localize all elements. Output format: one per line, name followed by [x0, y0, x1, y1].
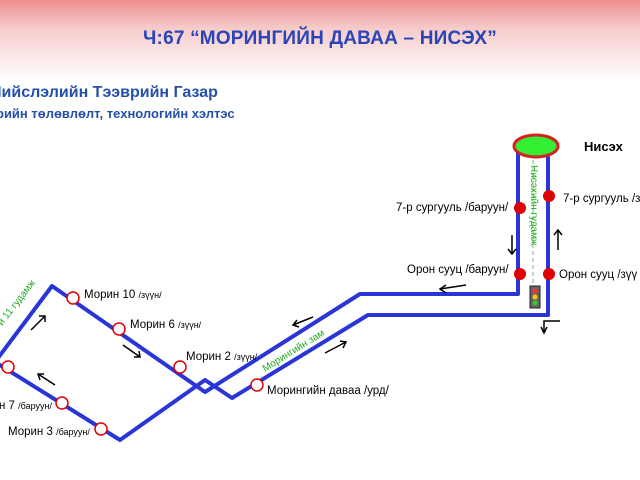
header-banner — [0, 0, 640, 80]
stop-label-morin3: Морин 3 /баруун/ — [8, 426, 90, 438]
arrow-upleft-icon — [291, 316, 314, 328]
stop-morin7 — [55, 396, 69, 410]
traffic-light-icon — [529, 285, 541, 309]
stop-moringiin — [250, 378, 264, 392]
stop-morin2 — [173, 360, 187, 374]
stop-label-morin2: Морин 2 /зүүн/ — [186, 351, 258, 363]
arrow-corner-icon — [540, 320, 560, 335]
terminal-oval — [512, 133, 560, 159]
street-label-eleven: й 11 гудамж — [0, 278, 38, 328]
page-title: Ч:67 “МОРИНГИЙН ДАВАА – НИСЭХ” — [143, 28, 497, 49]
street-label-nisekh: Нисэхийн гудамж — [528, 165, 539, 246]
stop-school-right — [514, 202, 526, 214]
stop-label-morin10: Морин 10 /зүүн/ — [84, 289, 162, 301]
stop-morin7-a — [1, 360, 15, 374]
arrow-up-icon — [553, 228, 563, 250]
organization-name: Нийслэлийн Тээврийн Газар — [0, 84, 218, 101]
direction-arrows — [30, 228, 563, 386]
stop-label-moringiin: Морингийн даваа /урд/ — [267, 385, 389, 397]
stop-oron-right — [514, 268, 526, 280]
stops-red — [514, 190, 555, 280]
stop-oron-left — [543, 268, 555, 280]
stop-morin6 — [112, 322, 126, 336]
arrow-down-icon — [507, 235, 517, 256]
stop-school-left — [543, 190, 555, 202]
arrow-upright-icon — [324, 340, 348, 354]
stop-label-morin6: Морин 6 /зүүн/ — [130, 319, 202, 331]
stop-label-oron-left: Орон сууц /зүү — [559, 269, 638, 281]
stop-label-morin7: н 7 /баруун/ — [0, 400, 52, 412]
arrow-downright-icon — [122, 344, 141, 358]
department-name: рийн төлөвлөлт, технологийн хэлтэс — [0, 106, 235, 121]
stop-label-oron-right: Орон сууц /баруун/ — [407, 264, 509, 276]
destination-label: Нисэх — [584, 139, 623, 154]
arrow-leftdown-icon — [36, 373, 56, 386]
stop-morin3 — [94, 422, 108, 436]
stop-label-school-left: 7-р сургууль /з — [563, 193, 640, 205]
stop-label-school-right: 7-р сургууль /баруун/ — [396, 202, 509, 214]
stops-open — [1, 291, 264, 436]
route-line-lower — [0, 150, 550, 442]
arrow-left-icon — [438, 284, 467, 294]
stop-morin10 — [66, 291, 80, 305]
arrow-upright-icon-2 — [30, 315, 46, 331]
